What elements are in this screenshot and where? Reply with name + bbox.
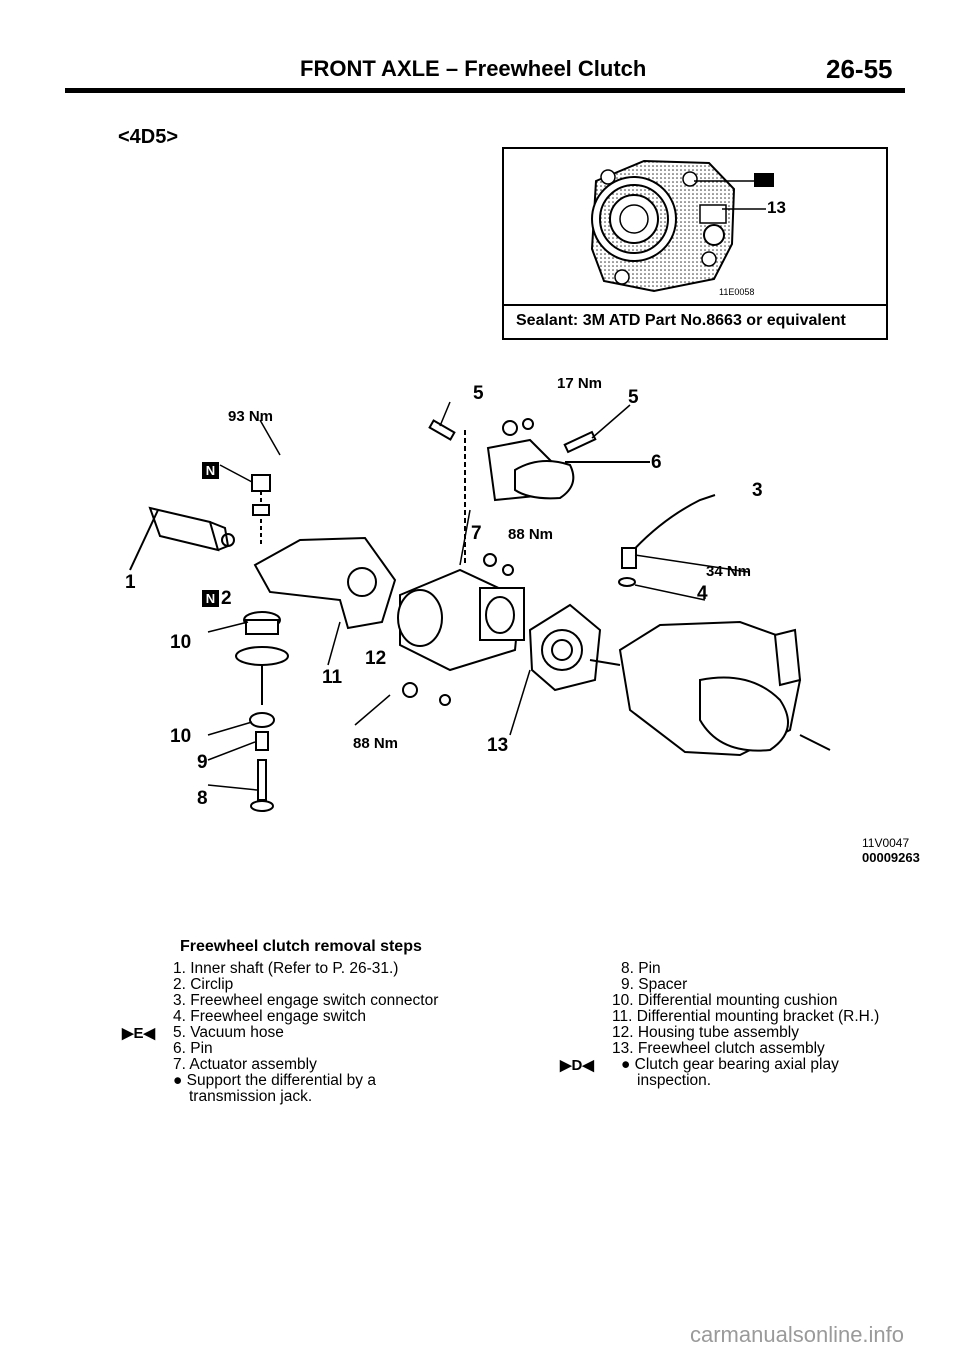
step-13: 13. Freewheel clutch assembly	[612, 1040, 825, 1057]
step-10: 10. Differential mounting cushion	[612, 992, 838, 1009]
step-5: 5. Vacuum hose	[173, 1024, 284, 1041]
note-support-differential-cont: transmission jack.	[189, 1088, 313, 1105]
callout-4: 4	[697, 583, 708, 604]
step-6: 6. Pin	[173, 1040, 213, 1057]
note-support-differential: ● Support the differential by a	[173, 1072, 376, 1089]
inset-figure-code: 11E0058	[719, 287, 755, 297]
marker-n-2: N	[202, 590, 219, 607]
callout-8: 8	[197, 788, 208, 809]
callout-12: 12	[365, 648, 387, 669]
callout-5a: 5	[473, 383, 484, 404]
header-rule	[65, 88, 905, 93]
sealant-inset: 13 11E0058 Sealant: 3M ATD Part No.8663 …	[502, 147, 888, 340]
callout-2: 2	[221, 588, 232, 609]
callout-10b: 10	[170, 726, 192, 747]
torque-17nm: 17 Nm	[557, 375, 603, 392]
step-11: 11. Differential mounting bracket (R.H.)	[612, 1008, 880, 1025]
torque-88nm-lower: 88 Nm	[353, 735, 399, 752]
figure-code: 11V0047	[862, 836, 910, 850]
callout-1: 1	[125, 572, 136, 593]
step-1: 1. Inner shaft (Refer to P. 26-31.)	[173, 960, 399, 977]
callout-7: 7	[471, 523, 482, 544]
step-3: 3. Freewheel engage switch connector	[173, 992, 439, 1009]
step-4: 4. Freewheel engage switch	[173, 1008, 367, 1025]
service-mark-e: ▶E◀	[122, 1025, 156, 1042]
callout-10a: 10	[170, 632, 192, 653]
marker-n-1: N	[202, 462, 219, 479]
step-8: 8. Pin	[621, 960, 661, 977]
exploded-view-illustration	[129, 401, 831, 812]
torque-88nm-upper: 88 Nm	[508, 526, 554, 543]
callout-13: 13	[487, 735, 509, 756]
callout-9: 9	[197, 752, 208, 773]
sealant-note: Sealant: 3M ATD Part No.8663 or equivale…	[516, 312, 846, 329]
removal-steps-title: Freewheel clutch removal steps	[180, 938, 422, 955]
watermark: carmanualsonline.info	[690, 1322, 905, 1347]
callout-3: 3	[752, 480, 763, 501]
page-title: FRONT AXLE – Freewheel Clutch	[300, 56, 647, 81]
note-axial-play-cont: inspection.	[637, 1072, 712, 1089]
step-7: 7. Actuator assembly	[173, 1056, 317, 1073]
torque-34nm: 34 Nm	[706, 563, 752, 580]
page-number: 26-55	[826, 54, 893, 84]
torque-93nm: 93 Nm	[228, 408, 274, 425]
clutch-housing-illustration	[590, 159, 774, 293]
step-2: 2. Circlip	[173, 976, 234, 993]
callout-5b: 5	[628, 387, 639, 408]
figure-number: 00009263	[862, 850, 920, 865]
step-12: 12. Housing tube assembly	[612, 1024, 799, 1041]
model-variant: <4D5>	[118, 126, 179, 148]
callout-11: 11	[322, 667, 343, 688]
inset-callout-13: 13	[767, 198, 786, 217]
service-mark-d: ▶D◀	[560, 1057, 594, 1074]
inset-divider	[504, 304, 886, 306]
note-axial-play: ● Clutch gear bearing axial play	[621, 1056, 839, 1073]
callout-6: 6	[651, 452, 662, 473]
step-9: 9. Spacer	[621, 976, 688, 993]
